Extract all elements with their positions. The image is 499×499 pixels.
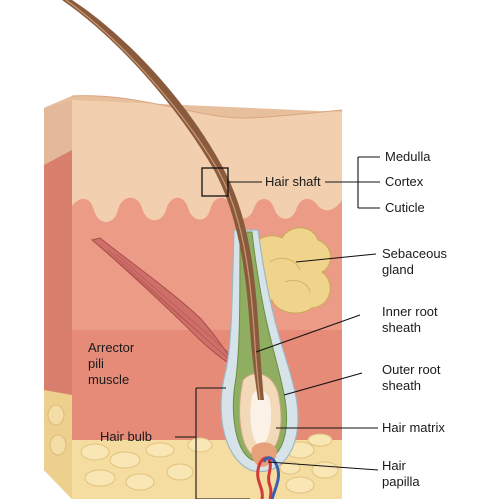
hair-shaft <box>62 0 264 401</box>
label-inner-root-2: sheath <box>382 320 421 335</box>
label-sebaceous-1: Sebaceous <box>382 246 448 261</box>
hair-bulb-bracket <box>195 387 250 499</box>
epidermis <box>72 95 342 222</box>
label-sebaceous-2: gland <box>382 262 414 277</box>
label-cuticle: Cuticle <box>385 200 425 215</box>
epidermis-side-face <box>44 96 72 165</box>
skin-surface-line <box>71 95 343 119</box>
label-arrector-2: pili <box>88 356 104 371</box>
skin-block <box>44 95 343 499</box>
label-hair-shaft: Hair shaft <box>265 174 321 189</box>
label-cortex: Cortex <box>385 174 424 189</box>
leader-lines <box>175 156 380 471</box>
hair-papilla <box>251 442 280 499</box>
label-arrector-1: Arrector <box>88 340 135 355</box>
label-arrector-3: muscle <box>88 372 129 387</box>
label-hair-bulb: Hair bulb <box>100 429 152 444</box>
label-hair-matrix: Hair matrix <box>382 420 445 435</box>
label-inner-root-1: Inner root <box>382 304 438 319</box>
skin-surface <box>44 95 342 119</box>
label-medulla: Medulla <box>385 149 431 164</box>
label-outer-root-2: sheath <box>382 378 421 393</box>
fat-layer <box>44 390 342 499</box>
label-hair-papilla-1: Hair <box>382 458 407 473</box>
label-outer-root-1: Outer root <box>382 362 441 377</box>
label-hair-papilla-2: papilla <box>382 474 420 489</box>
